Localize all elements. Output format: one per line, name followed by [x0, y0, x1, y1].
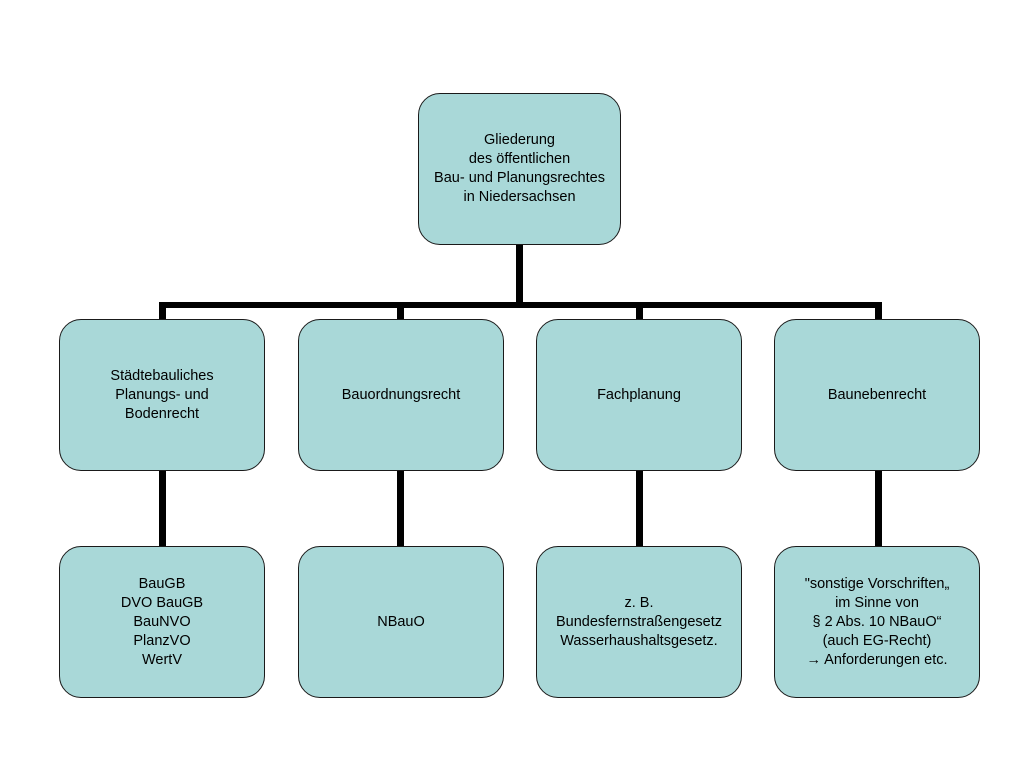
category-node-fachplanung: Fachplanung — [536, 319, 742, 471]
leaf-line: BauNVO — [133, 613, 191, 630]
connector-drop-4 — [875, 302, 882, 320]
leaf-line: DVO BauGB — [120, 594, 204, 611]
root-node: Gliederung des öffentlichen Bau- und Pla… — [418, 93, 621, 245]
category-node-staedtebau: Städtebauliches Planungs- und Bodenrecht — [59, 319, 265, 471]
root-line: in Niedersachsen — [463, 189, 576, 205]
leaf-node-fachgesetze: z. B. Bundesfernstraßengesetz Wasserhaus… — [536, 546, 742, 698]
leaf-node-baugb: BauGB DVO BauGB BauNVO PlanzVO WertV — [59, 546, 265, 698]
connector-root-down — [516, 245, 523, 305]
connector-leaf-2 — [397, 471, 404, 547]
leaf-line: NBauO — [377, 613, 425, 630]
leaf-line: Bundesfernstraßengesetz — [555, 613, 723, 630]
leaf-line: z. B. — [624, 594, 654, 611]
leaf-node-sonstige-vorschriften: "sonstige Vorschriften„ im Sinne von § 2… — [774, 546, 980, 698]
connector-horizontal-bar — [159, 302, 882, 308]
leaf-line: → Anforderungen etc. — [806, 651, 948, 668]
category-line: Bodenrecht — [124, 405, 200, 422]
category-line: Städtebauliches — [110, 367, 214, 384]
leaf-line: im Sinne von — [835, 594, 919, 611]
root-line: des öffentlichen — [468, 151, 571, 167]
category-line: Bauordnungsrecht — [341, 386, 461, 403]
connector-drop-3 — [636, 302, 643, 320]
connector-drop-1 — [159, 302, 166, 320]
category-line: Fachplanung — [597, 386, 681, 403]
category-node-bauordnungsrecht: Bauordnungsrecht — [298, 319, 504, 471]
leaf-line: "sonstige Vorschriften„ — [804, 575, 950, 592]
leaf-line: Wasserhaushaltsgesetz. — [560, 632, 718, 649]
connector-leaf-1 — [159, 471, 166, 547]
category-line: Planungs- und — [115, 386, 209, 403]
leaf-line: (auch EG-Recht) — [822, 632, 932, 649]
root-line: Bau- und Planungsrechtes — [434, 170, 605, 186]
leaf-node-nbauo: NBauO — [298, 546, 504, 698]
leaf-line: § 2 Abs. 10 NBauO“ — [812, 613, 942, 630]
category-line: Baunebenrecht — [827, 386, 927, 403]
connector-leaf-4 — [875, 471, 882, 547]
connector-drop-2 — [397, 302, 404, 320]
leaf-line: BauGB — [138, 575, 186, 592]
category-node-baunebenrecht: Baunebenrecht — [774, 319, 980, 471]
connector-leaf-3 — [636, 471, 643, 547]
leaf-line: WertV — [141, 651, 182, 668]
leaf-line: PlanzVO — [133, 632, 191, 649]
root-line: Gliederung — [484, 132, 555, 148]
